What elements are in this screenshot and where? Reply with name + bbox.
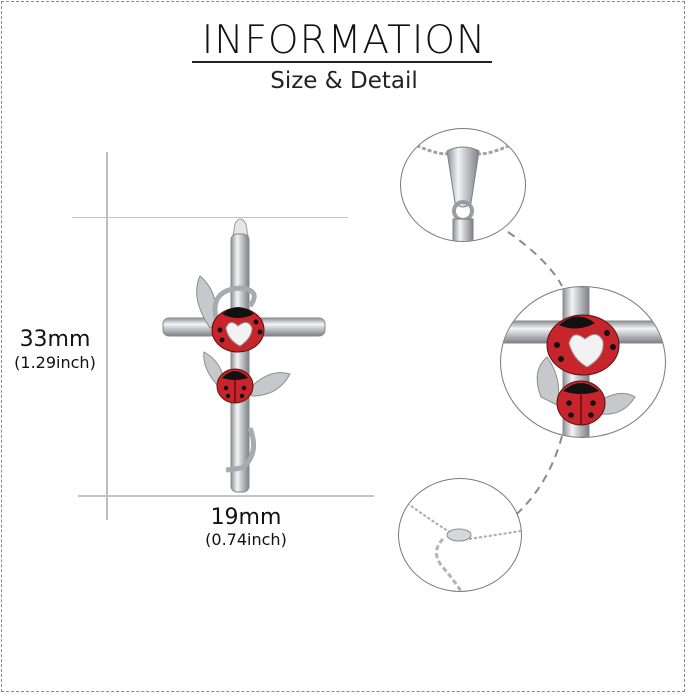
ladybug-closeup-image xyxy=(501,287,665,437)
height-measure-line xyxy=(106,152,108,520)
width-dimension-label: 19mm (0.74inch) xyxy=(186,506,306,550)
width-mm: 19mm xyxy=(210,505,282,530)
page-title: INFORMATION xyxy=(201,18,487,63)
top-measure-line xyxy=(72,217,348,218)
chain-clasp-closeup-image xyxy=(406,502,521,591)
height-dimension-label: 33mm (1.29inch) xyxy=(6,327,104,373)
ladybug-detail-view xyxy=(500,286,666,438)
chain-clasp-detail-view xyxy=(398,478,522,592)
bail-detail-view xyxy=(400,128,526,242)
title-underline xyxy=(192,61,492,63)
height-mm: 33mm xyxy=(19,327,91,352)
bail-closeup-image xyxy=(410,141,516,241)
cross-pendant-image xyxy=(162,218,326,493)
width-measure-line xyxy=(78,495,374,497)
width-inch: (0.74inch) xyxy=(205,530,287,549)
height-inch: (1.29inch) xyxy=(14,353,96,372)
page-subtitle: Size & Detail xyxy=(270,68,418,94)
